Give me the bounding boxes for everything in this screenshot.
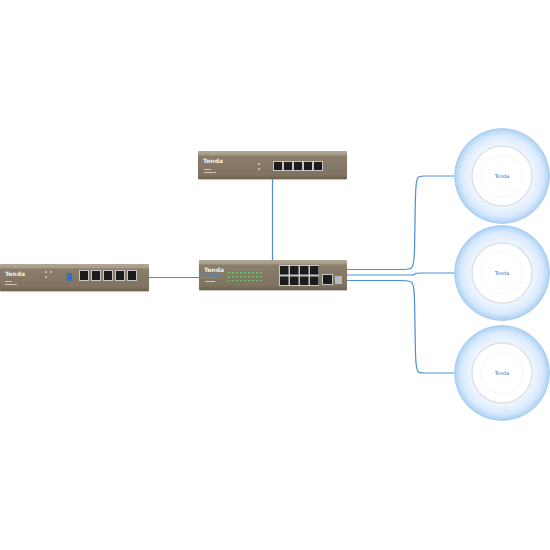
coverage-circle [455,326,550,421]
brand-logo: Tenda [454,371,550,376]
network-cable [347,281,454,374]
brand-logo: Tenda [5,271,25,277]
brand-logo: Tenda [204,267,224,273]
network-cable [149,275,219,278]
ceiling-access-point: Tenda [454,225,550,321]
gateway-router: Tenda [0,264,149,291]
access-controller: Tenda [198,151,347,179]
coverage-circle [455,226,550,321]
poe-switch: Tenda [199,260,347,290]
network-cable [347,176,454,270]
coverage-circle [455,129,550,224]
brand-logo: Tenda [454,174,550,179]
ceiling-access-point: Tenda [454,325,550,421]
network-cable [347,273,454,275]
ceiling-access-point: Tenda [454,128,550,224]
brand-logo: Tenda [454,271,550,276]
brand-logo: Tenda [203,158,223,164]
network-cable [272,179,273,260]
